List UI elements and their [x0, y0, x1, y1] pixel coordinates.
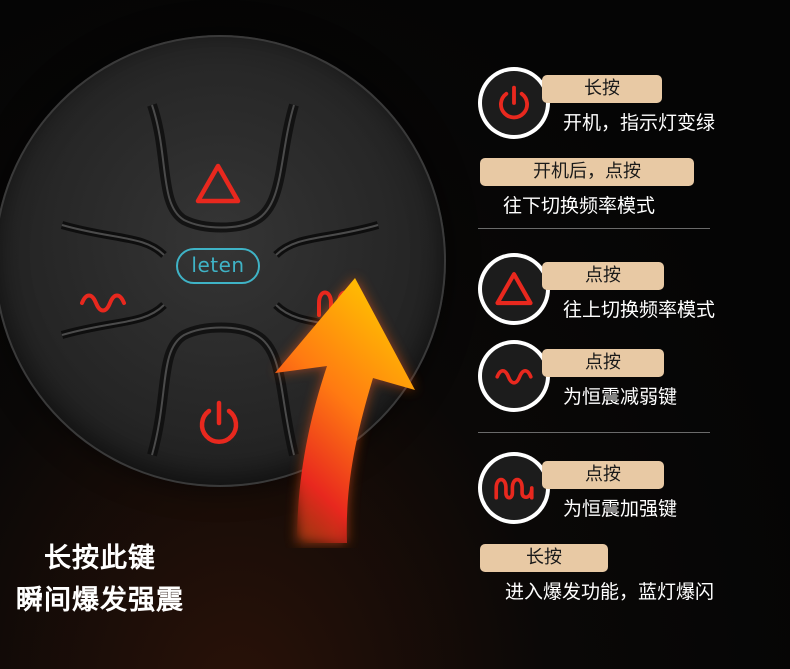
action-description: 往下切换频率模式 [503, 195, 656, 217]
power-button[interactable] [193, 397, 245, 453]
arrow-icon [275, 278, 415, 543]
callout-line-1: 长按此键 [44, 543, 156, 574]
button-dividers [60, 103, 380, 457]
triangle-up-icon [495, 272, 533, 306]
action-pill: 长按 [542, 75, 662, 103]
action-description: 进入爆发功能，蓝灯爆闪 [505, 581, 715, 603]
power-icon [199, 400, 239, 444]
power-icon [499, 85, 529, 120]
action-pill: 长按 [480, 544, 608, 572]
triangle-up-icon [195, 163, 241, 204]
action-pill: 点按 [542, 461, 664, 489]
brand-logo: leten [176, 248, 260, 284]
action-description: 为恒震减弱键 [563, 386, 678, 408]
instruction-icon-weaken [478, 340, 550, 412]
action-pill: 点按 [542, 349, 664, 377]
divider [478, 432, 710, 433]
action-description: 往上切换频率模式 [563, 299, 716, 321]
instruction-icon-up [478, 253, 550, 325]
instruction-icon-strengthen [478, 452, 550, 524]
callout-line-2: 瞬间爆发强震 [16, 585, 184, 616]
wave-strong-icon [494, 477, 534, 500]
action-description: 开机，指示灯变绿 [563, 112, 716, 134]
wave-weak-icon [80, 293, 126, 313]
device-panel: leten [0, 35, 446, 487]
weaken-button[interactable] [78, 287, 128, 321]
divider [478, 228, 710, 229]
instruction-icon-power [478, 67, 550, 139]
action-pill: 点按 [542, 262, 664, 290]
wave-weak-icon [495, 369, 533, 385]
action-description: 为恒震加强键 [563, 498, 678, 520]
up-button[interactable] [193, 161, 243, 211]
action-pill: 开机后，点按 [480, 158, 694, 186]
